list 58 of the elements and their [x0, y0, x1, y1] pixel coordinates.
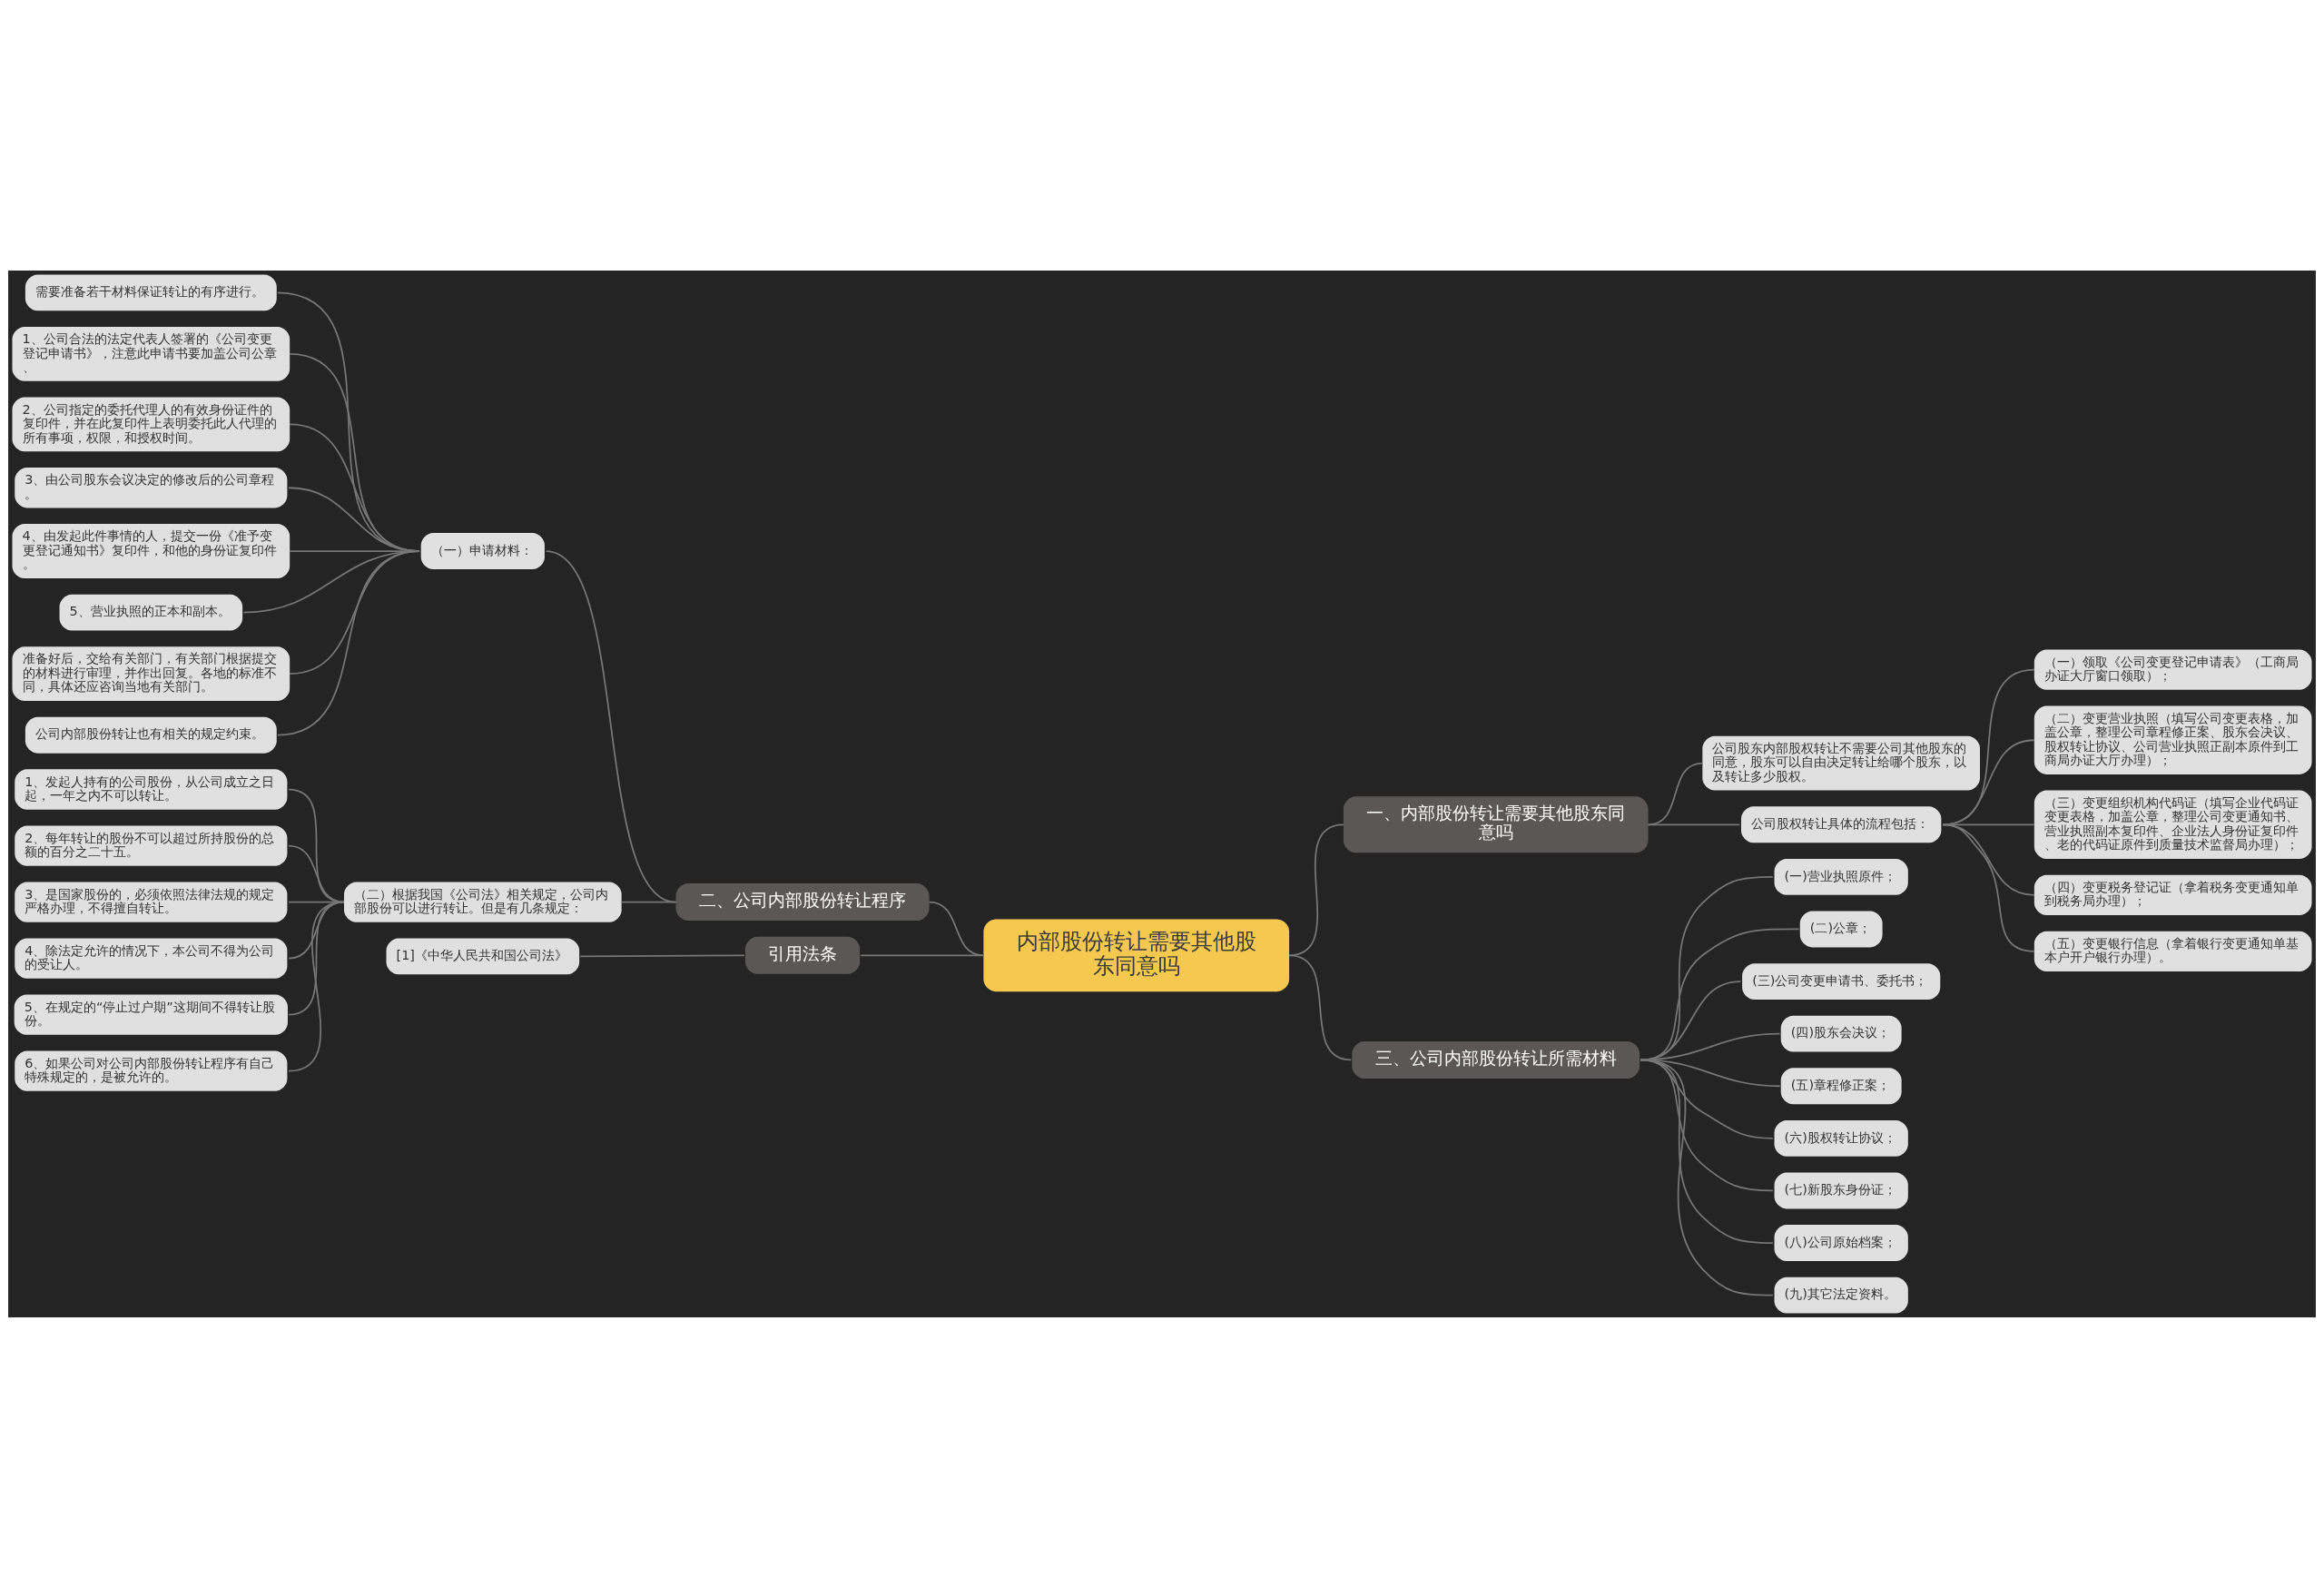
node-box: （二）变更营业执照（填写公司变更表格，加盖公章，整理公司章程修正案、股东会决议、股权转让协议、公司营业执照正副本原件到工商局办证大厅办理）；	[2034, 705, 2312, 774]
connector	[288, 788, 345, 902]
node-box: 准备好后，交给有关部门，有关部门根据提交的材料进行审理，并作出回复。各地的标准不同，具体还应咨询当地有关部门。	[12, 646, 290, 701]
connector	[1640, 1059, 1774, 1296]
connector	[1942, 823, 2035, 952]
connector	[579, 953, 745, 957]
connector	[1942, 668, 2035, 825]
node-box: [1]《中华人民共和国公司法》	[386, 937, 580, 974]
node-box: (三)公司变更申请书、委托书；	[1742, 962, 1941, 1000]
node-box: (一)营业执照原件；	[1774, 858, 1908, 895]
node-box: 6、如果公司对公司内部股份转让程序有自己特殊规定的，是被允许的。	[15, 1050, 288, 1091]
connector	[1942, 823, 2035, 896]
node-box: 三、公司内部股份转让所需材料	[1352, 1040, 1640, 1079]
node-box: （一）领取《公司变更登记申请表》（工商局办证大厅窗口领取）；	[2034, 649, 2312, 690]
node-box: 公司内部股份转让也有相关的规定约束。	[25, 716, 277, 754]
connector	[1942, 738, 2035, 825]
node-box: (八)公司原始档案；	[1774, 1224, 1908, 1261]
node-box: （二）根据我国《公司法》相关规定，公司内部股份可以进行转让。但是有几条规定：	[344, 881, 622, 922]
node-box: （五）变更银行信息（拿着银行变更通知单基本户开户银行办理）。	[2034, 931, 2312, 971]
node-box: 3、是国家股份的，必须依照法律法规的规定严格办理，不得擅自转让。	[15, 881, 288, 922]
node-box: （三）变更组织机构代码证（填写企业代码证变更表格，加盖公章，整理公司变更通知书、营业执照副本复印件、企业法人身份证复印件、老的代码证原件到质量技术监督局办理）；	[2034, 790, 2312, 859]
node-box: 引用法条	[744, 936, 861, 974]
node-box: 2、每年转让的股份不可以超过所持股份的总额的百分之二十五。	[15, 824, 288, 866]
node-box: 5、营业执照的正本和副本。	[59, 594, 243, 630]
node-box: (七)新股东身份证；	[1774, 1172, 1908, 1208]
node-box: 4、由发起此件事情的人，提交一份《准予变更登记通知书》复印件，和他的身份证复印件。	[12, 523, 290, 578]
connector	[1288, 953, 1353, 1060]
connector	[277, 549, 420, 736]
node-box: 一、内部股份转让需要其他股东同意吗	[1343, 795, 1649, 853]
connector	[1640, 980, 1742, 1060]
node-box: (六)股权转让协议；	[1774, 1119, 1908, 1157]
node-box: (九)其它法定资料。	[1774, 1276, 1908, 1314]
node-box: 1、公司合法的法定代表人签署的《公司变更登记申请书》，注意此申请书要加盖公司公章、	[12, 326, 290, 381]
connector	[1640, 928, 1800, 1060]
node-box: 二、公司内部股份转让程序	[675, 882, 930, 921]
node-box: 公司股权转让具体的流程包括：	[1740, 805, 1942, 843]
connector	[1640, 875, 1774, 1060]
node-box: 公司股东内部股权转让不需要公司其他股东的同意，股东可以自由决定转让给哪个股东，以及转让多少股权。	[1702, 735, 1980, 791]
node-box: （一）申请材料：	[420, 532, 545, 569]
node-box: 4、除法定允许的情况下，本公司不得为公司的受让人。	[15, 937, 288, 979]
node-box: （四）变更税务登记证（拿着税务变更通知单到税务局办理）；	[2034, 874, 2312, 915]
connector	[620, 901, 677, 902]
connector	[1647, 823, 1741, 825]
node-box: 内部股份转让需要其他股东同意吗	[983, 918, 1290, 991]
node-box: (五)章程修正案；	[1780, 1067, 1902, 1104]
node-box: (四)股东会决议；	[1780, 1015, 1902, 1052]
connector	[288, 901, 345, 1072]
node-box: (二)公章；	[1799, 911, 1883, 947]
connector	[545, 549, 677, 902]
node-box: 3、由公司股东会议决定的修改后的公司章程。	[15, 467, 288, 508]
connector	[860, 953, 985, 956]
node-box: 5、在规定的“停止过户期”这期间不得转让股份。	[14, 993, 288, 1035]
node-box: 需要准备若干材料保证转让的有序进行。	[25, 273, 277, 310]
node-box: 1、发起人持有的公司股份，从公司成立之日起，一年之内不可以转让。	[15, 768, 288, 810]
node-box: 2、公司指定的委托代理人的有效身份证件的复印件，并在此复印件上表明委托此人代理的所有事项，权限，和授权时间。	[12, 397, 290, 451]
connector	[288, 844, 345, 902]
connector	[1288, 823, 1344, 956]
connector	[1942, 823, 2035, 825]
